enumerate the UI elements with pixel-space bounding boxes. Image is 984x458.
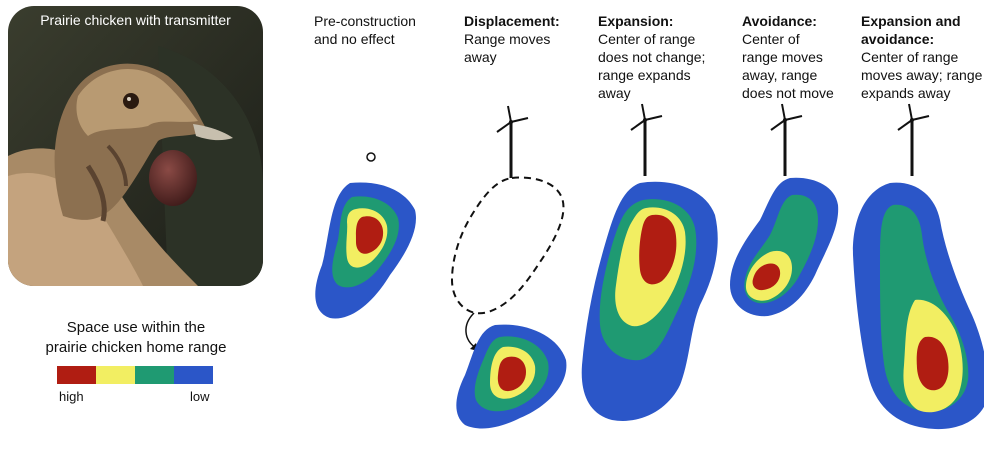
prairie-chicken-photo: Prairie chicken with transmitter: [8, 6, 263, 286]
scenario-5-title-cont: avoidance:: [861, 31, 935, 47]
range-displacement: [456, 324, 567, 429]
range-expansion: [581, 181, 718, 421]
wind-turbine-icon: [896, 102, 931, 178]
range-preconstruction: [315, 182, 416, 319]
scenario-3-title: Expansion:: [598, 13, 674, 29]
scenario-1-line-1: Pre-construction: [314, 13, 416, 29]
legend-swatch-high: [57, 366, 96, 384]
bird-illustration: [8, 6, 263, 286]
scenario-1-line-2: and no effect: [314, 31, 395, 47]
scenario-expansion-avoidance-text: Expansion and avoidance: Center of range…: [861, 12, 982, 102]
scenario-3-line-1: Center of range: [598, 31, 696, 47]
scenario-preconstruction-text: Pre-construction and no effect: [314, 12, 416, 48]
scenario-2-line-1: Range moves: [464, 31, 551, 47]
range-expansion-avoidance: [852, 182, 984, 430]
scenario-3-line-4: away: [598, 85, 631, 101]
legend-title: Space use within the prairie chicken hom…: [20, 318, 252, 358]
scenario-5-line-2: moves away; range: [861, 67, 983, 83]
legend-swatch-low: [174, 366, 213, 384]
scenario-5-line-3: expands away: [861, 85, 951, 101]
scenario-4-line-1: Center of: [742, 31, 800, 47]
scenario-displacement-text: Displacement: Range moves away: [464, 12, 560, 66]
scenario-3-line-2: does not change;: [598, 49, 706, 65]
legend-title-line1: Space use within the: [66, 319, 206, 336]
wind-turbine-icon: [495, 104, 530, 180]
scenario-4-line-2: range moves: [742, 49, 823, 65]
legend-swatch-medium-low: [135, 366, 174, 384]
scenario-avoidance-text: Avoidance: Center of range moves away, r…: [742, 12, 834, 102]
range-avoidance: [730, 177, 839, 317]
scenario-4-line-4: does not move: [742, 85, 834, 101]
scenario-2-title: Displacement:: [464, 13, 560, 29]
scenario-5-title: Expansion and: [861, 13, 961, 29]
photo-caption: Prairie chicken with transmitter: [40, 12, 231, 28]
legend-swatch-medium-high: [96, 366, 135, 384]
wind-turbine-icon: [769, 102, 804, 178]
legend-color-bar: [57, 366, 213, 384]
legend-title-line2: prairie chicken home range: [45, 339, 227, 356]
former-range-outline: [450, 176, 565, 315]
scenario-2-line-2: away: [464, 49, 497, 65]
curved-arrow-icon: [465, 312, 477, 349]
scenario-5-line-1: Center of range: [861, 49, 959, 65]
empty-circle-icon: [366, 152, 376, 162]
legend-high-label: high: [59, 389, 84, 404]
scenario-4-line-3: away, range: [742, 67, 818, 83]
legend-low-label: low: [190, 389, 210, 404]
scenario-4-title: Avoidance:: [742, 13, 817, 29]
scenario-3-line-3: range expands: [598, 67, 691, 83]
scenario-expansion-text: Expansion: Center of range does not chan…: [598, 12, 705, 102]
wind-turbine-icon: [629, 102, 664, 178]
